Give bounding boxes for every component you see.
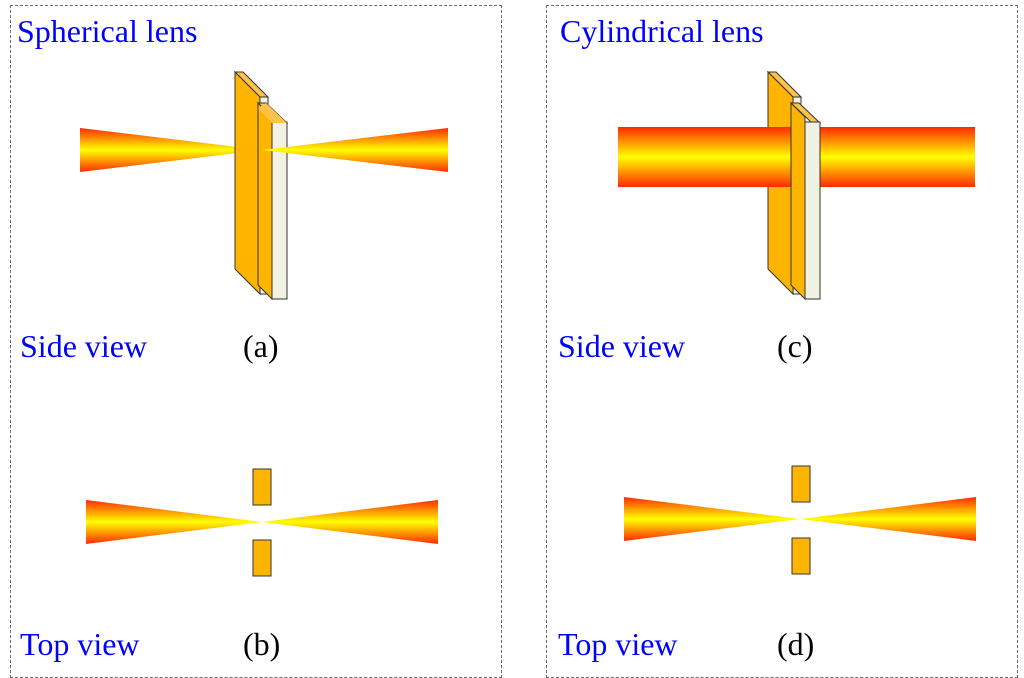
lens-front-half: [256, 101, 289, 301]
left-converging-beam: [624, 497, 800, 541]
top-view-label-d: Top view: [558, 626, 678, 662]
top-view-label-b: Top view: [20, 626, 140, 662]
spherical-top-view: [86, 468, 438, 577]
right-diverging-beam: [262, 500, 438, 544]
lens-top-segment: [252, 468, 272, 506]
left-converging-beam: [80, 128, 262, 172]
panel-label-c: (c): [777, 328, 813, 364]
spherical-lens-title: Spherical lens: [17, 13, 198, 49]
lens-top-segment: [791, 465, 811, 503]
cylindrical-lens-title: Cylindrical lens: [560, 13, 764, 49]
right-diverging-beam: [262, 128, 448, 172]
lens-front-half: [789, 101, 822, 301]
panel-label-a: (a): [243, 328, 279, 364]
panel-label-d: (d): [777, 626, 815, 662]
left-converging-beam: [86, 500, 262, 544]
lens-bottom-segment: [791, 537, 811, 575]
lens-bottom-segment: [252, 539, 272, 577]
side-view-label-a: Side view: [20, 328, 148, 364]
cylindrical-side-view: [618, 70, 975, 301]
right-diverging-beam: [800, 497, 976, 541]
spherical-side-view: [80, 70, 448, 301]
cylindrical-top-view: [624, 465, 976, 575]
panel-label-b: (b): [243, 626, 281, 662]
side-view-label-c: Side view: [558, 328, 686, 364]
